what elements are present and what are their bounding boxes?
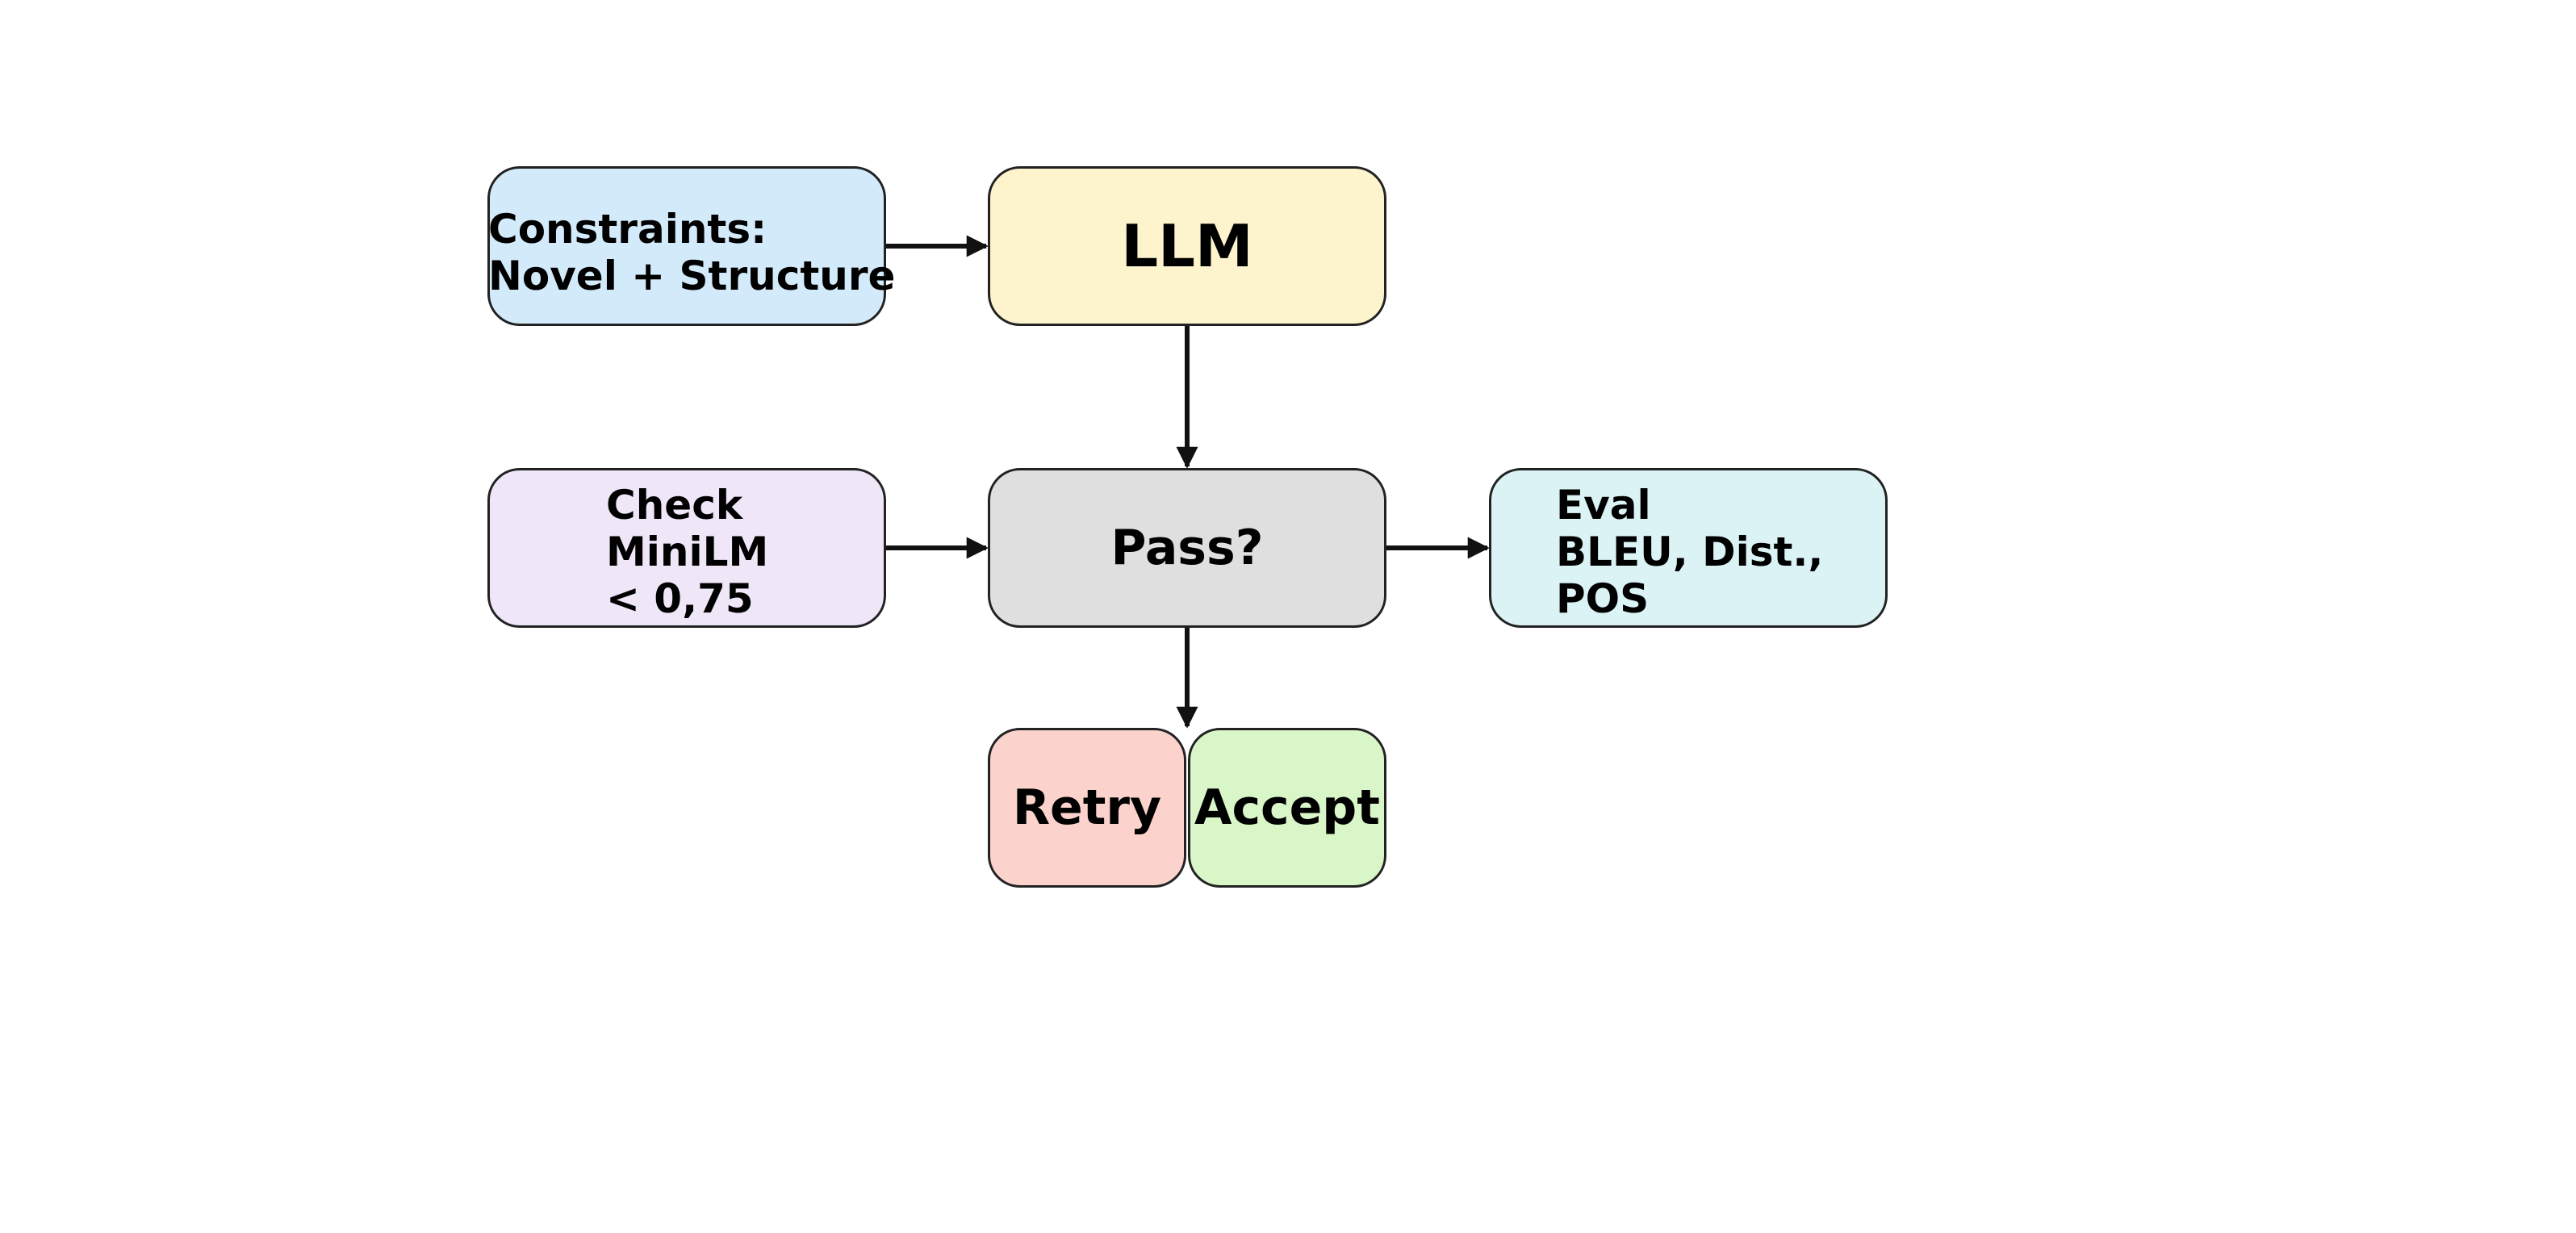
retry-label: Retry [1012,780,1162,836]
check-node: Check MiniLM < 0,75 [487,468,886,628]
pass-label: Pass? [1110,520,1264,576]
constraints-label: Constraints: Novel + Structure [488,206,895,299]
eval-line-3: POS [1556,575,1650,622]
accept-node: Accept [1188,728,1386,888]
eval-label: Eval BLEU, Dist., POS [1556,482,1823,622]
llm-node: LLM [988,166,1386,326]
check-line-1: Check [606,482,743,529]
eval-line-1: Eval [1556,482,1651,529]
check-line-3: < 0,75 [606,575,754,622]
retry-node: Retry [988,728,1186,888]
eval-node: Eval BLEU, Dist., POS [1489,468,1888,628]
check-label: Check MiniLM < 0,75 [606,482,768,622]
eval-line-2: BLEU, Dist., [1556,529,1824,575]
constraints-line-1: Constraints: [488,206,767,253]
llm-label: LLM [1121,212,1253,280]
check-line-2: MiniLM [606,529,769,575]
accept-label: Accept [1194,780,1380,836]
constraints-node: Constraints: Novel + Structure [487,166,895,326]
pass-decision-node: Pass? [988,468,1386,628]
constraints-line-2: Novel + Structure [488,253,896,299]
